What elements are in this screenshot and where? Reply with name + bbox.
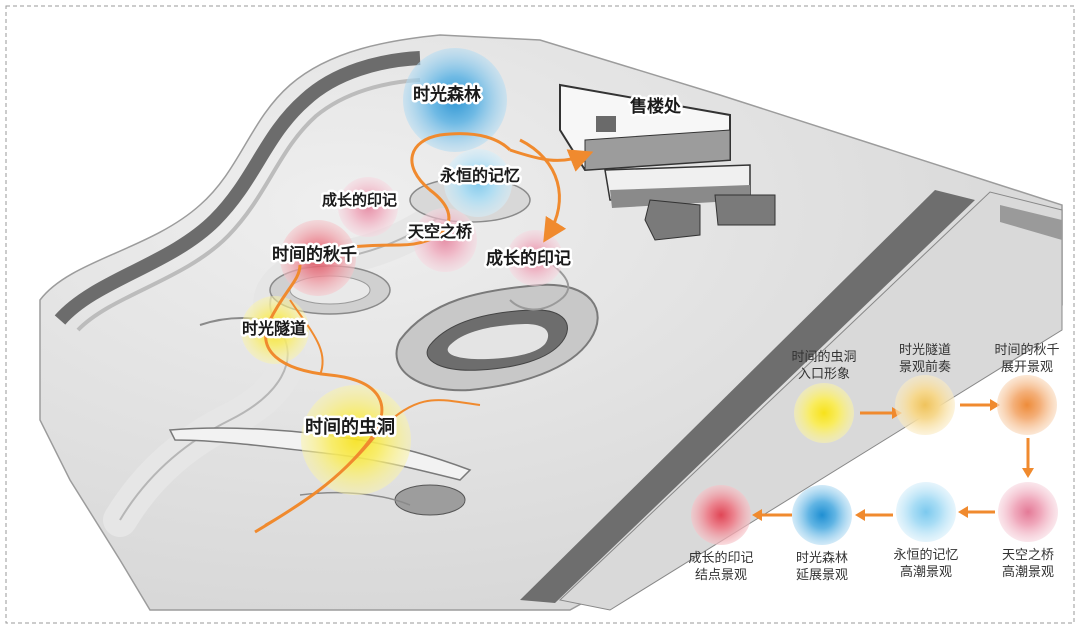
seq-2-line1: 时光隧道 xyxy=(899,342,951,358)
label-eternal-memory: 永恒的记忆 xyxy=(439,166,520,185)
seq-1-line1: 时间的虫洞 xyxy=(791,349,856,365)
label-growth-mark-right: 成长的印记 xyxy=(486,248,571,269)
seq-6-line1: 时光森林 xyxy=(796,551,848,566)
seq-circle-7 xyxy=(691,485,751,545)
seq-circle-2 xyxy=(895,375,955,435)
seq-6-line2: 延展景观 xyxy=(796,568,848,583)
label-tunnel: 时光隧道 xyxy=(242,319,306,338)
label-forest: 时光森林 xyxy=(413,84,481,105)
label-sales-office: 售楼处 xyxy=(630,96,682,117)
seq-5-line1: 永恒的记忆 xyxy=(893,547,958,563)
seq-4-line1: 天空之桥 xyxy=(1002,548,1054,563)
seq-circle-4 xyxy=(998,482,1058,542)
node-wormhole xyxy=(301,385,411,495)
seq-circle-6 xyxy=(792,485,852,545)
seq-circle-3 xyxy=(997,375,1057,435)
label-growth-mark-left: 成长的印记 xyxy=(322,191,397,209)
seq-3-line1: 时间的秋千 xyxy=(994,342,1059,358)
label-sky-bridge: 天空之桥 xyxy=(408,222,473,241)
seq-circle-1 xyxy=(794,383,854,443)
seq-2-line2: 景观前奏 xyxy=(899,359,951,375)
label-wormhole: 时间的虫洞 xyxy=(305,416,395,438)
seq-7-line2: 结点景观 xyxy=(695,568,747,583)
seq-1-line2: 入口形象 xyxy=(798,367,850,382)
seq-3-line2: 展开景观 xyxy=(1001,360,1053,375)
seq-circle-5 xyxy=(896,482,956,542)
seq-5-line2: 高潮景观 xyxy=(900,564,952,580)
seq-4-line2: 高潮景观 xyxy=(1002,564,1054,580)
label-swing: 时间的秋千 xyxy=(272,244,357,265)
seq-7-line1: 成长的印记 xyxy=(688,550,753,566)
